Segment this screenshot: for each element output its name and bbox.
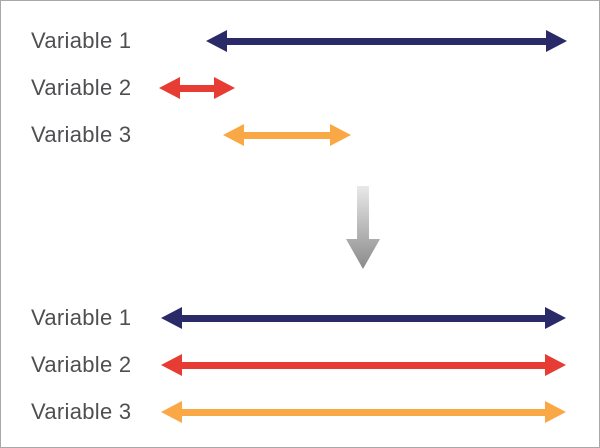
variable-3-label: Variable 3 [31, 399, 132, 424]
arrowhead-left-icon [161, 307, 182, 329]
arrowhead-left-icon [161, 401, 182, 423]
arrow-shaft [179, 408, 548, 416]
variable-3-range-arrow [223, 124, 351, 146]
arrow-shaft [241, 131, 333, 139]
arrowhead-left-icon [161, 354, 182, 376]
arrowhead-left-icon [206, 30, 227, 52]
arrow-shaft [179, 314, 548, 322]
variable-3-label: Variable 3 [31, 122, 132, 147]
arrowhead-left-icon [223, 124, 244, 146]
variable-2-range-arrow [159, 77, 235, 99]
arrowhead-right-icon [330, 124, 351, 146]
variable-2-label: Variable 2 [31, 75, 132, 100]
variable-1-range-arrow [206, 30, 567, 52]
arrowhead-right-icon [545, 307, 566, 329]
arrow-shaft [224, 37, 549, 45]
arrowhead-right-icon [545, 401, 566, 423]
variable-1-label: Variable 1 [31, 305, 132, 330]
arrow-shaft [179, 361, 548, 369]
transformation-down-arrow-icon [346, 186, 380, 269]
arrowhead-right-icon [546, 30, 567, 52]
variable-2-range-arrow [161, 354, 566, 376]
variable-2-label: Variable 2 [31, 352, 132, 377]
arrowhead-left-icon [159, 77, 180, 99]
arrowhead-right-icon [545, 354, 566, 376]
arrow-shaft [177, 84, 217, 92]
variable-3-range-arrow [161, 401, 566, 423]
variable-1-label: Variable 1 [31, 28, 132, 53]
variable-1-range-arrow [161, 307, 566, 329]
arrowhead-right-icon [214, 77, 235, 99]
